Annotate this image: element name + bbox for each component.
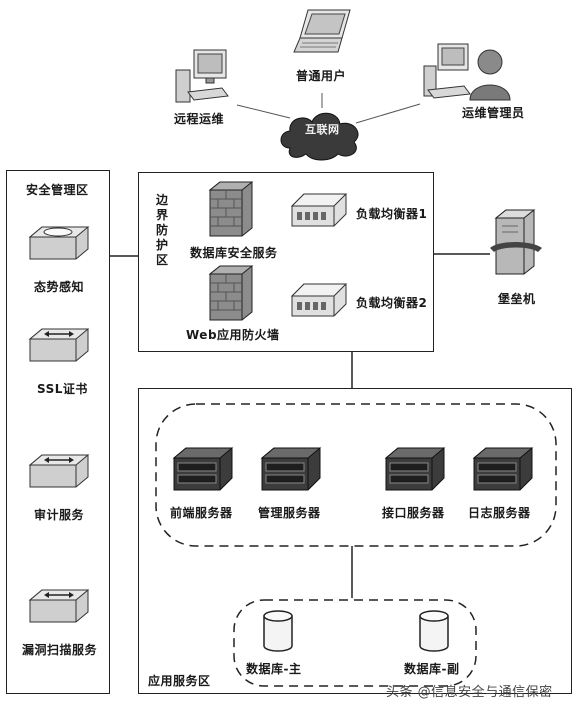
security-item-label: SSL证书 bbox=[37, 382, 88, 396]
desktop-computer-icon bbox=[175, 49, 229, 103]
security-item-label: 态势感知 bbox=[34, 280, 85, 294]
app-zone-title: 应用服务区 bbox=[148, 674, 211, 688]
boundary-zone-title-char: 边 bbox=[155, 193, 168, 207]
remote-ops-label: 远程运维 bbox=[174, 112, 225, 126]
situational-awareness-icon bbox=[28, 226, 90, 260]
server-label: 接口服务器 bbox=[382, 506, 445, 520]
boundary-zone-title-char: 区 bbox=[155, 253, 168, 267]
security-item-label: 漏洞扫描服务 bbox=[22, 643, 98, 657]
firewall-icon bbox=[208, 181, 254, 237]
normal-user-label: 普通用户 bbox=[296, 69, 347, 83]
server-cluster-boundary bbox=[155, 403, 557, 547]
security-item-label: 审计服务 bbox=[34, 508, 85, 522]
boundary-zone-title-char: 界 bbox=[155, 208, 168, 222]
web-firewall-label: Web应用防火墙 bbox=[186, 328, 280, 342]
load-balancer-2-label: 负载均衡器2 bbox=[356, 296, 428, 310]
boundary-zone-title-char: 护 bbox=[155, 238, 168, 252]
watermark: 头条 @信息安全与通信保密 bbox=[386, 685, 553, 700]
load-balancer-icon bbox=[290, 193, 348, 227]
vulnerability-scan-icon bbox=[28, 589, 90, 623]
cloud-icon bbox=[280, 112, 359, 161]
server-label: 前端服务器 bbox=[170, 506, 233, 520]
audit-service-icon bbox=[28, 454, 90, 488]
admin-workstation-icon bbox=[423, 43, 511, 101]
security-zone-title: 安全管理区 bbox=[26, 183, 89, 197]
firewall-icon bbox=[208, 265, 254, 321]
db-security-label: 数据库安全服务 bbox=[190, 246, 278, 260]
database-replica-label: 数据库-副 bbox=[404, 662, 460, 676]
server-icon bbox=[260, 447, 322, 491]
server-label: 管理服务器 bbox=[258, 506, 321, 520]
boundary-protection-zone bbox=[138, 172, 434, 352]
boundary-zone-title-char: 防 bbox=[155, 223, 168, 237]
application-service-zone bbox=[138, 388, 572, 694]
bastion-host-label: 堡垒机 bbox=[498, 292, 536, 306]
server-icon bbox=[384, 447, 446, 491]
server-icon bbox=[172, 447, 234, 491]
database-icon bbox=[263, 610, 293, 652]
database-icon bbox=[419, 610, 449, 652]
database-cluster-boundary bbox=[233, 599, 477, 687]
server-icon bbox=[472, 447, 534, 491]
load-balancer-icon bbox=[290, 283, 348, 317]
ops-admin-label: 运维管理员 bbox=[462, 106, 525, 120]
ssl-certificate-icon bbox=[28, 328, 90, 362]
internet-label: 互联网 bbox=[305, 123, 340, 136]
load-balancer-1-label: 负载均衡器1 bbox=[356, 207, 428, 221]
database-main-label: 数据库-主 bbox=[246, 662, 302, 676]
bastion-host-icon bbox=[490, 209, 542, 275]
security-management-zone bbox=[6, 170, 110, 694]
server-label: 日志服务器 bbox=[468, 506, 531, 520]
laptop-icon bbox=[293, 9, 351, 53]
